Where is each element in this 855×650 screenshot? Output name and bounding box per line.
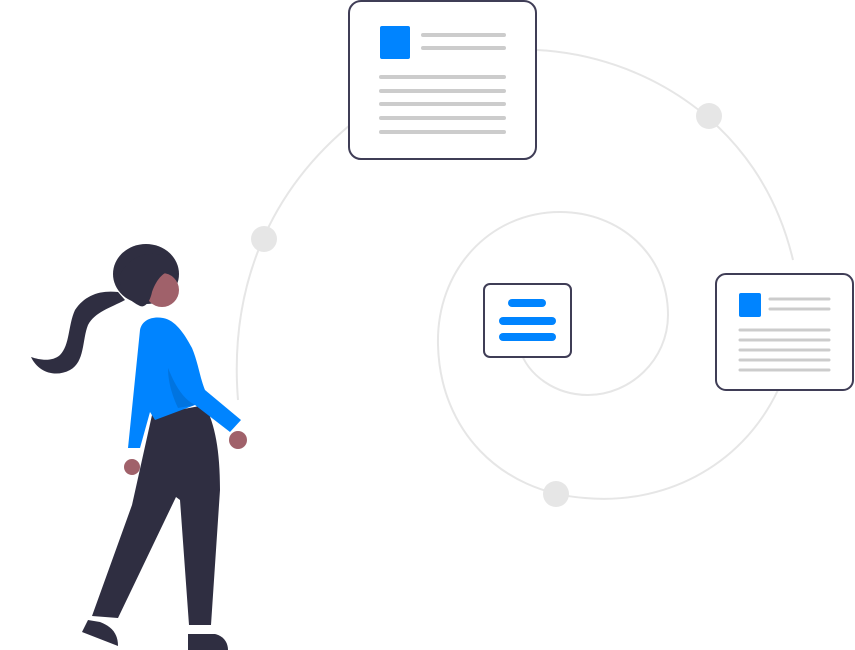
menu-card: [483, 283, 572, 358]
document-image-icon: [739, 293, 761, 317]
document-image-icon: [380, 26, 410, 59]
left-hand: [124, 459, 140, 475]
menu-icon: [499, 299, 556, 341]
spiral-dot: [543, 481, 569, 507]
spiral-dot: [696, 103, 722, 129]
woman-figure: [31, 244, 247, 650]
spiral-path: [235, 49, 794, 500]
ponytail: [31, 291, 125, 374]
document-card-large: [348, 0, 537, 160]
pants: [92, 405, 220, 625]
right-hand: [229, 431, 247, 449]
shirt-shadow: [168, 368, 195, 408]
shirt: [128, 317, 241, 448]
left-shoe: [82, 620, 118, 646]
right-shoe: [188, 634, 228, 650]
spiral-dot: [251, 226, 277, 252]
hair-front: [119, 253, 178, 307]
document-card-right: [715, 273, 854, 391]
